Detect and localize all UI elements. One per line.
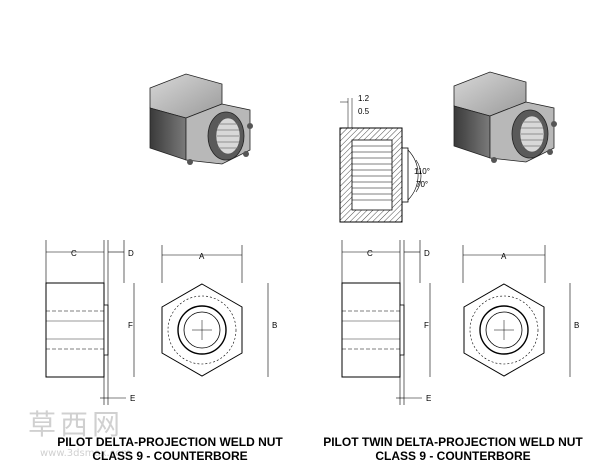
- right-dim-lines: [341, 240, 571, 405]
- section-angle-110: 110°: [414, 167, 430, 176]
- left-caption-line2: CLASS 9 - COUNTERBORE: [92, 449, 248, 463]
- left-iso-nut: [149, 73, 254, 166]
- right-side-view: [341, 282, 405, 378]
- right-dim-b: B: [574, 321, 579, 330]
- left-dim-e: E: [130, 394, 135, 403]
- watermark-url: www.3dsmax.com: [40, 448, 132, 459]
- left-dim-f: F: [128, 321, 133, 330]
- right-dim-f: F: [424, 321, 429, 330]
- right-caption-line1: PILOT TWIN DELTA-PROJECTION WELD NUT: [323, 435, 583, 449]
- right-dim-c: C: [367, 249, 373, 258]
- left-dim-lines: [45, 240, 269, 405]
- watermark-text: 草西网: [28, 408, 125, 441]
- section-angle-70: 70°: [416, 180, 428, 189]
- right-iso-nut: [453, 71, 558, 164]
- right-dim-e: E: [426, 394, 431, 403]
- section-dim-0-5: 0.5: [358, 107, 370, 116]
- right-section-view: [339, 98, 422, 223]
- left-dim-a: A: [199, 252, 205, 261]
- right-dim-d: D: [424, 249, 430, 258]
- left-front-view: [161, 283, 243, 377]
- section-dim-1-2: 1.2: [358, 94, 370, 103]
- left-dim-d: D: [128, 249, 134, 258]
- left-side-view: [45, 282, 109, 378]
- right-dim-a: A: [501, 252, 507, 261]
- right-caption-line2: CLASS 9 - COUNTERBORE: [375, 449, 531, 463]
- left-dim-b: B: [272, 321, 277, 330]
- left-dim-c: C: [71, 249, 77, 258]
- right-front-view: [463, 283, 545, 377]
- left-caption-line1: PILOT DELTA-PROJECTION WELD NUT: [57, 435, 283, 449]
